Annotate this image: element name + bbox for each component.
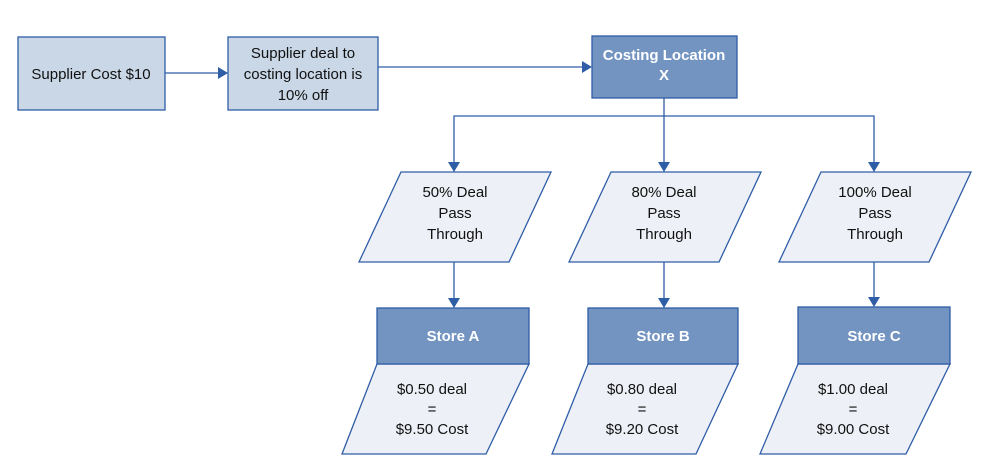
arrow-down-icon	[448, 298, 460, 308]
result-line: =	[638, 401, 647, 418]
pass-through-line: Pass	[858, 205, 891, 222]
arrow-down-icon	[658, 298, 670, 308]
result-line: $9.50 Cost	[396, 421, 469, 438]
arrow-down-icon	[868, 162, 880, 172]
arrow-down-icon	[658, 162, 670, 172]
store-label: Store C	[847, 328, 901, 345]
arrow-right-icon	[582, 61, 592, 73]
store-box	[587, 307, 739, 365]
pass-through-line: 80% Deal	[631, 184, 696, 201]
pass-through-line: Pass	[438, 205, 471, 222]
store-box	[797, 306, 951, 365]
result-line: $9.00 Cost	[817, 421, 890, 438]
pass-through-line: Through	[427, 226, 483, 243]
branch-store-c: 100% Deal Pass Through Store C $1.00 dea…	[759, 171, 973, 455]
result-line: $1.00 deal	[818, 381, 888, 398]
arrow-down-icon	[448, 162, 460, 172]
pass-through-line: 50% Deal	[422, 184, 487, 201]
branch-store-a: 50% Deal Pass Through Store A $0.50 deal…	[341, 171, 553, 455]
pass-through-line: Through	[847, 226, 903, 243]
arrow-down-icon	[868, 297, 880, 307]
arrow-right-icon	[218, 67, 228, 79]
pass-through-box	[777, 171, 973, 263]
supplier-cost-box: Supplier Cost $10	[17, 36, 166, 111]
store-label: Store B	[636, 328, 690, 345]
pass-through-line: 100% Deal	[838, 184, 911, 201]
costing-location-box: Costing Location X	[591, 35, 738, 99]
result-line: $0.80 deal	[607, 381, 677, 398]
supplier-deal-line-3: 10% off	[278, 87, 329, 104]
result-line: =	[849, 401, 858, 418]
connector	[453, 115, 875, 164]
supplier-deal-box: Supplier deal to costing location is 10%…	[227, 36, 379, 111]
result-line: =	[428, 401, 437, 418]
store-box	[376, 307, 530, 365]
costing-location-line-1: Costing Location	[603, 47, 726, 64]
pass-through-box	[567, 171, 763, 263]
result-line: $9.20 Cost	[606, 421, 679, 438]
branch-store-b: 80% Deal Pass Through Store B $0.80 deal…	[551, 171, 763, 455]
supplier-deal-line-1: Supplier deal to	[251, 45, 355, 62]
pass-through-line: Through	[636, 226, 692, 243]
pass-through-line: Pass	[647, 205, 680, 222]
costing-location-line-2: X	[659, 67, 669, 84]
supplier-cost-label: Supplier Cost $10	[31, 66, 150, 83]
supplier-deal-line-2: costing location is	[244, 66, 362, 83]
result-line: $0.50 deal	[397, 381, 467, 398]
store-label: Store A	[427, 328, 480, 345]
pass-through-box	[357, 171, 553, 263]
